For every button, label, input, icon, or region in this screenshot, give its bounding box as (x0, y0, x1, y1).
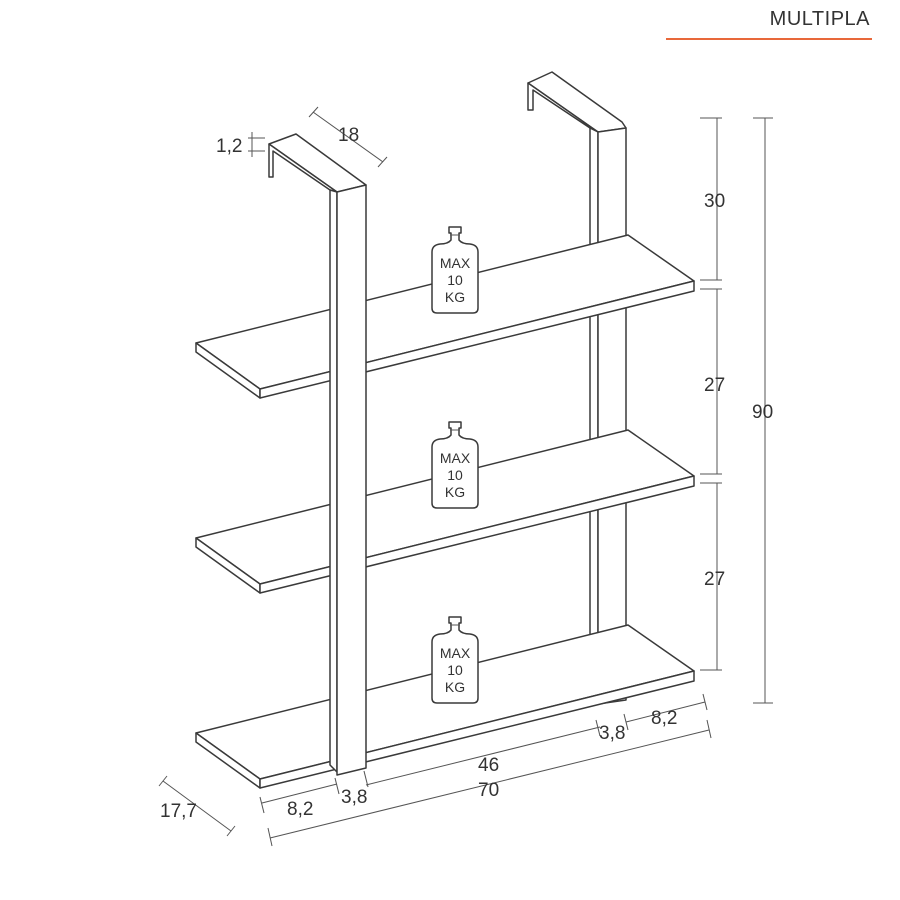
dimension-vertical-spacing: 30 27 27 90 (700, 117, 773, 704)
dim-left-overhang: 8,2 (287, 799, 313, 820)
dim-spacing-bottom: 27 (704, 569, 725, 590)
title-block: MULTIPLA (666, 6, 872, 40)
dimension-bracket-thickness: 1,2 (216, 132, 265, 157)
dim-bracket-thickness: 1,2 (216, 136, 242, 157)
right-upright (527, 71, 627, 705)
product-title: MULTIPLA (769, 8, 870, 30)
load-bottle-bottom: MAX 10 KG (431, 616, 479, 704)
load-bottle-top: MAX 10 KG (431, 226, 479, 314)
load-bottle-middle: MAX 10 KG (431, 421, 479, 509)
dim-shelf-depth: 17,7 (160, 801, 197, 822)
load-label-value: 10 (447, 662, 463, 678)
left-upright (268, 133, 367, 776)
load-label-unit: KG (445, 289, 465, 305)
dim-spacing-middle: 27 (704, 375, 725, 396)
load-label-max: MAX (440, 645, 471, 661)
title-underline (666, 38, 872, 40)
dim-spacing-top: 30 (704, 191, 725, 212)
dim-total-width: 70 (478, 780, 499, 801)
load-label-unit: KG (445, 484, 465, 500)
load-label-max: MAX (440, 255, 471, 271)
dimension-horizontal-widths: 70 46 8,2 3,8 3,8 8,2 (259, 693, 712, 847)
load-label-unit: KG (445, 679, 465, 695)
dim-total-height: 90 (752, 402, 773, 423)
dim-bracket-depth: 18 (338, 125, 359, 146)
load-label-value: 10 (447, 467, 463, 483)
load-label-value: 10 (447, 272, 463, 288)
load-label-max: MAX (440, 450, 471, 466)
dim-right-upright-width: 3,8 (599, 723, 625, 744)
dim-right-overhang: 8,2 (651, 708, 677, 729)
dimension-bracket-depth: 18 (308, 106, 388, 168)
dim-inner-width: 46 (478, 755, 499, 776)
dim-left-upright-width: 3,8 (341, 787, 367, 808)
dimension-shelf-depth: 17,7 (158, 775, 236, 837)
